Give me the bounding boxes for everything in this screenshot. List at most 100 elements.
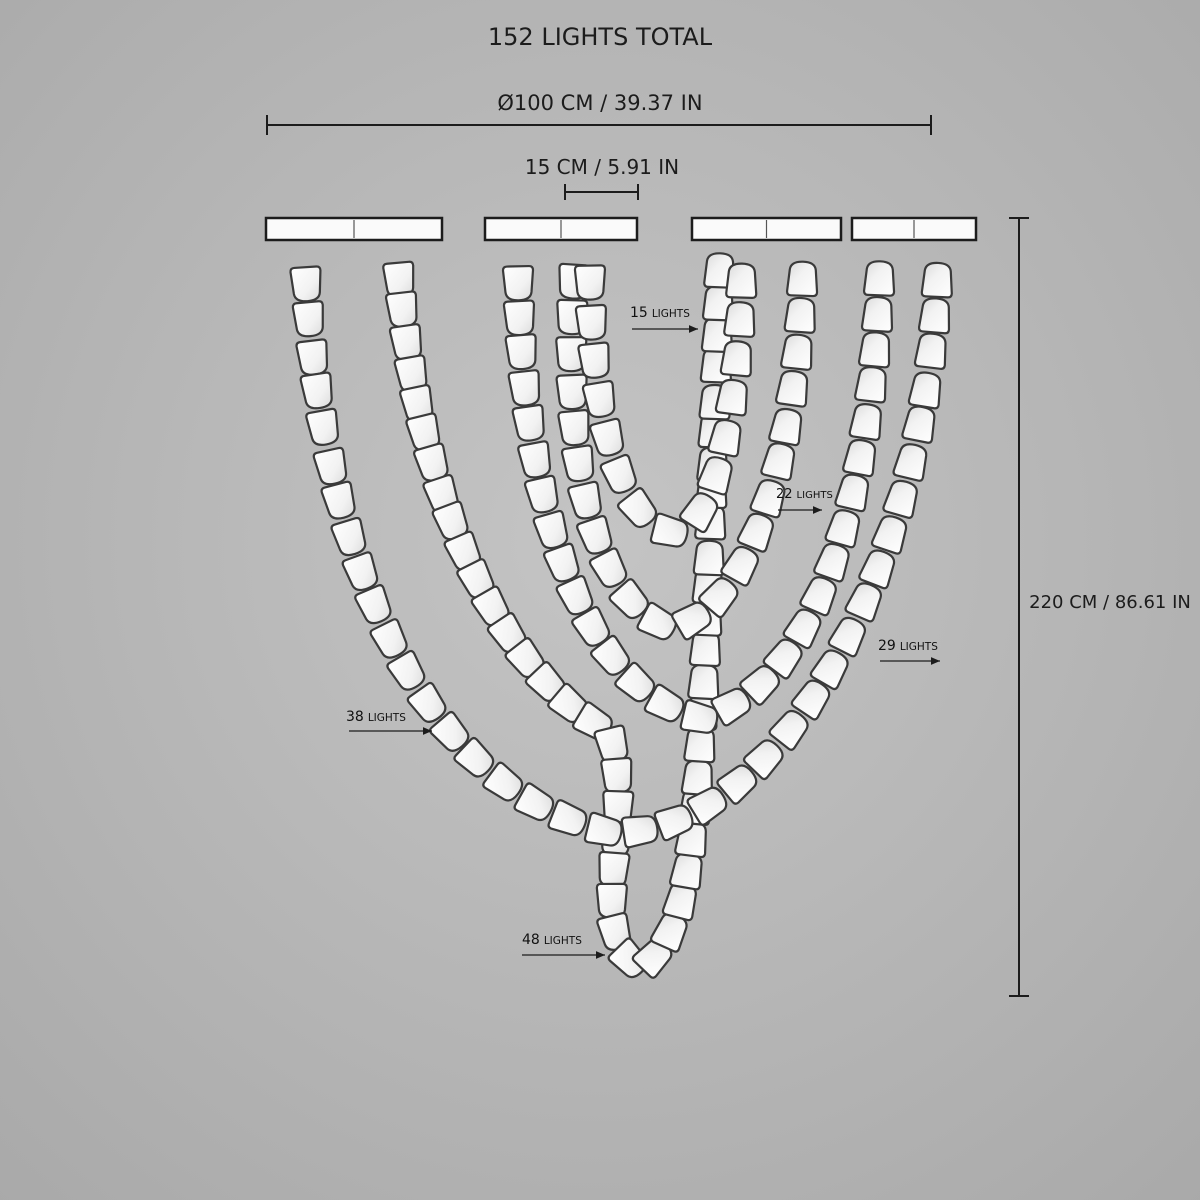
light-unit (907, 371, 942, 410)
light-unit (453, 736, 495, 778)
light-unit (719, 340, 752, 378)
strand-count-38: 38 (346, 709, 364, 725)
strand-unit-22: LIGHTS (797, 490, 833, 501)
light-unit (679, 699, 719, 734)
light-unit (617, 487, 658, 529)
diameter-text: Ø100 CM / 39.37 IN (497, 91, 702, 115)
light-unit (330, 516, 367, 557)
light-unit (848, 403, 882, 441)
light-unit (581, 380, 616, 419)
light-unit (782, 608, 822, 650)
light-unit (517, 440, 552, 479)
light-unit (742, 739, 784, 781)
strand-label-22: 22 LIGHTS (776, 487, 833, 514)
light-unit (555, 575, 594, 616)
light-unit (523, 474, 559, 514)
light-unit (543, 542, 580, 583)
light-unit (590, 634, 631, 676)
light-unit (384, 290, 418, 328)
light-unit (583, 811, 623, 847)
light-unit (600, 756, 633, 794)
light-unit (305, 407, 339, 446)
light-unit (504, 333, 537, 371)
light-unit (557, 409, 590, 447)
light-unit (513, 782, 555, 822)
light-unit (809, 649, 849, 691)
light-unit (723, 301, 756, 338)
light-unit (620, 815, 659, 849)
light-unit (576, 515, 613, 555)
light-unit (716, 764, 758, 805)
ceiling-canopies (264, 216, 978, 242)
light-unit (687, 663, 720, 701)
light-unit (768, 709, 809, 751)
light-unit (354, 584, 392, 625)
light-strands (289, 252, 953, 979)
light-unit (501, 264, 535, 302)
light-unit (599, 453, 637, 494)
light-unit (567, 480, 602, 520)
light-unit (892, 443, 928, 482)
light-unit (614, 661, 656, 703)
light-unit (824, 509, 861, 549)
light-unit (608, 578, 649, 620)
strand-count-22: 22 (776, 487, 793, 502)
light-unit (762, 638, 803, 680)
light-unit (596, 912, 632, 951)
light-unit (834, 473, 870, 513)
strand-label-48: 48 LIGHTS (522, 932, 605, 959)
light-unit (725, 262, 758, 300)
strand-38-lights (289, 261, 953, 849)
light-unit (860, 295, 894, 333)
light-unit (532, 509, 569, 550)
light-unit (299, 371, 333, 410)
light-unit (720, 545, 759, 587)
light-unit (696, 456, 733, 496)
light-unit (858, 549, 896, 590)
light-unit (406, 681, 447, 723)
light-unit (312, 446, 348, 486)
spacing-dimension-line (564, 184, 639, 200)
light-unit (643, 683, 685, 723)
light-unit (862, 260, 896, 297)
strand-count-48: 48 (522, 932, 540, 948)
light-unit (291, 300, 324, 338)
light-unit (547, 799, 588, 837)
light-unit (844, 582, 882, 623)
light-unit (588, 547, 628, 588)
height-dimension-line (1009, 217, 1029, 997)
light-unit (882, 479, 918, 519)
light-unit (813, 542, 850, 583)
light-unit (783, 296, 816, 334)
light-unit (573, 264, 607, 301)
light-unit (775, 369, 809, 408)
light-unit (760, 442, 796, 482)
light-unit (913, 332, 947, 370)
light-unit (917, 297, 951, 335)
light-unit (598, 850, 631, 888)
light-unit (858, 331, 891, 369)
light-unit (739, 665, 781, 706)
light-unit (482, 761, 524, 802)
strand-15-lights (573, 262, 758, 548)
light-unit (574, 303, 608, 341)
light-unit (295, 338, 329, 376)
light-unit (649, 512, 689, 548)
diameter-dimension-line (266, 115, 932, 135)
light-unit (507, 369, 541, 407)
light-unit (714, 378, 748, 417)
light-unit (511, 403, 545, 442)
light-unit (698, 577, 739, 619)
light-unit (790, 679, 831, 721)
light-unit (571, 606, 611, 647)
light-unit (710, 687, 752, 727)
light-unit (870, 515, 908, 555)
strand-unit-48: LIGHTS (544, 935, 582, 947)
